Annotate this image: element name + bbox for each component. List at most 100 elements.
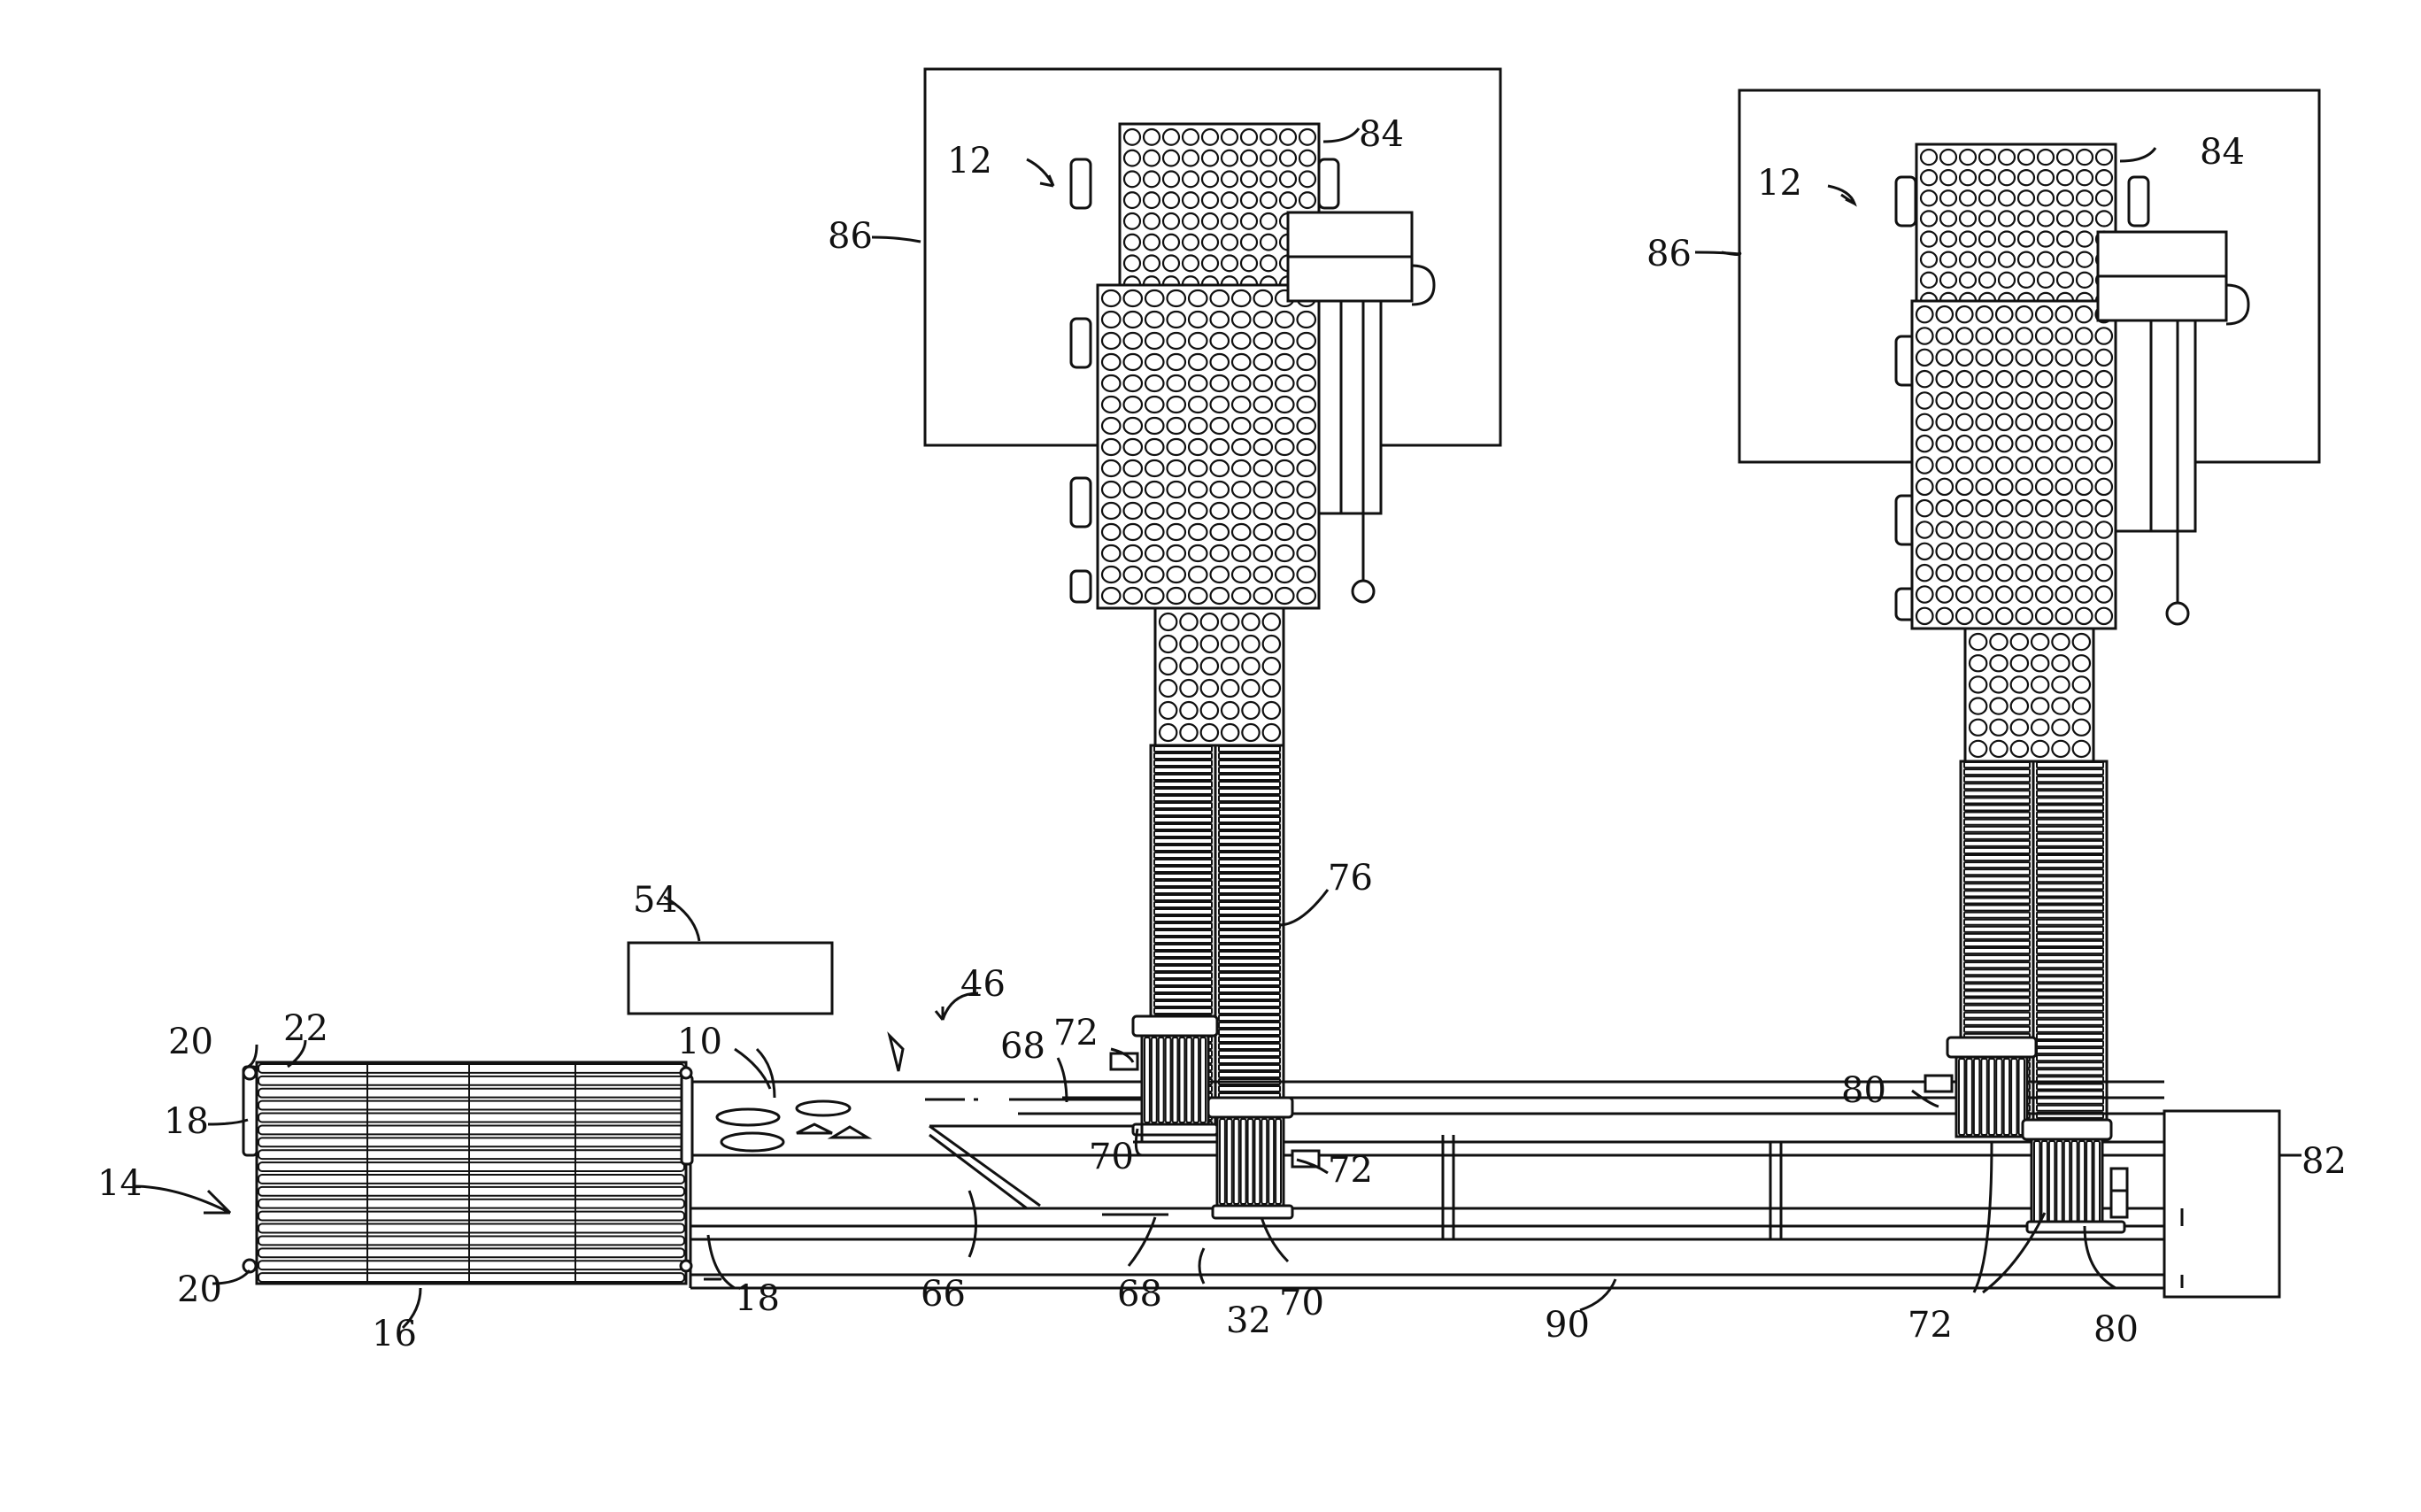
pattern-cell	[2086, 1141, 2092, 1230]
pattern-cell	[2037, 991, 2103, 996]
label-72-top: 72	[1053, 1013, 1099, 1053]
pattern-cell	[1999, 170, 2015, 185]
pattern-cell	[1996, 436, 2013, 451]
pattern-cell	[1168, 588, 1186, 604]
pattern-cell	[1242, 636, 1259, 652]
pattern-cell	[1211, 524, 1230, 540]
pattern-cell	[2037, 1020, 2103, 1025]
pattern-cell	[1263, 724, 1280, 741]
pattern-cell	[2034, 1141, 2039, 1230]
pattern-cell	[1921, 150, 1937, 165]
pattern-cell	[1261, 192, 1276, 208]
pattern-cell	[2038, 252, 2054, 267]
pattern-cell	[1145, 482, 1164, 498]
pattern-cell	[1124, 150, 1140, 166]
pattern-cell	[1996, 479, 2013, 495]
pattern-cell	[1219, 867, 1280, 872]
pattern-cell	[1977, 457, 1993, 473]
right-tower-station	[1739, 90, 2319, 1133]
pattern-cell	[1145, 567, 1164, 582]
pattern-cell	[1999, 273, 2015, 288]
pattern-cell	[1916, 479, 1933, 495]
pattern-cell	[2038, 150, 2054, 165]
pattern-cell	[1232, 460, 1251, 476]
label-14: 14	[97, 1163, 143, 1204]
pattern-cell	[1201, 724, 1218, 741]
pattern-cell	[1956, 414, 1973, 430]
pattern-cell	[1222, 172, 1237, 188]
pattern-cell	[1145, 312, 1164, 328]
pattern-cell	[1937, 350, 1954, 366]
pattern-cell	[2076, 565, 2093, 581]
pattern-cell	[1298, 375, 1316, 391]
pattern-cell	[1219, 1058, 1280, 1063]
pattern-cell	[1263, 702, 1280, 719]
pattern-cell	[1124, 354, 1143, 370]
pattern-cell	[1211, 375, 1230, 391]
pattern-cell	[1280, 192, 1296, 208]
label-86-left: 86	[828, 216, 873, 257]
label-10: 10	[677, 1022, 722, 1062]
pattern-cell	[1124, 129, 1140, 145]
pattern-cell	[1102, 567, 1121, 582]
pattern-cell	[2056, 544, 2073, 559]
pattern-cell	[1201, 613, 1218, 630]
pattern-cell	[2052, 676, 2069, 692]
pattern-cell	[1276, 567, 1294, 582]
pattern-cell	[1222, 129, 1237, 145]
pattern-cell	[1183, 172, 1199, 188]
pattern-cell	[1211, 482, 1230, 498]
pattern-cell	[2032, 720, 2048, 736]
pattern-cell	[1940, 190, 1956, 205]
pattern-cell	[1160, 702, 1176, 719]
pattern-cell	[1219, 937, 1280, 943]
pattern-cell	[2018, 252, 2034, 267]
control-box-54	[628, 943, 832, 1014]
pattern-cell	[2056, 608, 2073, 624]
pattern-cell	[1154, 1001, 1212, 1007]
pattern-cell	[1222, 680, 1238, 697]
pattern-cell	[2018, 211, 2034, 226]
pattern-cell	[1154, 930, 1212, 936]
pattern-cell	[1956, 392, 1973, 408]
pattern-cell	[2056, 414, 2073, 430]
pattern-cell	[1996, 306, 2013, 322]
pattern-cell	[2037, 898, 2103, 903]
pattern-cell	[1102, 503, 1121, 519]
pattern-cell	[2096, 350, 2113, 366]
pattern-cell	[1242, 658, 1259, 675]
pattern-cell	[1201, 636, 1218, 652]
pattern-cell	[1298, 482, 1316, 498]
pattern-cell	[1219, 852, 1280, 858]
pattern-cell	[1154, 796, 1212, 801]
pattern-cell	[1977, 500, 1993, 516]
pattern-cell	[258, 1273, 684, 1282]
pattern-cell	[1979, 252, 1995, 267]
pattern-cell	[1124, 172, 1140, 188]
pattern-cell	[1956, 436, 1973, 451]
pattern-cell	[1979, 211, 1995, 226]
pattern-cell	[1248, 1119, 1253, 1204]
pattern-cell	[2076, 328, 2093, 343]
pattern-cell	[1232, 545, 1251, 561]
pattern-cell	[1219, 1072, 1280, 1077]
pattern-cell	[1964, 827, 2030, 832]
pattern-cell	[2056, 457, 2073, 473]
pattern-cell	[1977, 306, 1993, 322]
pattern-cell	[2096, 150, 2112, 165]
pattern-cell	[1999, 150, 2015, 165]
pattern-cell	[1276, 397, 1294, 413]
pattern-cell	[1211, 439, 1230, 455]
pattern-cell	[1222, 724, 1238, 741]
pattern-cell	[1921, 170, 1937, 185]
pattern-cell	[2016, 500, 2033, 516]
pattern-cell	[2038, 211, 2054, 226]
label-18-right: 18	[735, 1278, 780, 1319]
pattern-cell	[1254, 397, 1273, 413]
pattern-cell	[1219, 1022, 1280, 1028]
pattern-cell	[2037, 827, 2103, 832]
label-54: 54	[633, 880, 678, 921]
pattern-cell	[1189, 333, 1207, 349]
pattern-cell	[1940, 252, 1956, 267]
pattern-cell	[2037, 1069, 2103, 1075]
